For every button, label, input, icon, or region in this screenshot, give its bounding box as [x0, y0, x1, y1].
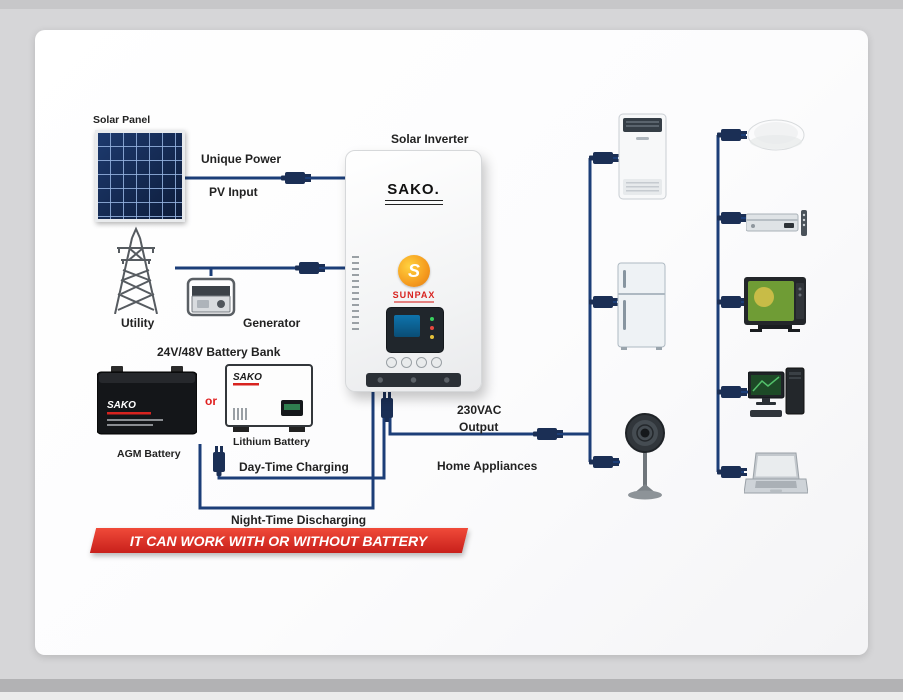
solar-panel-icon — [95, 130, 185, 222]
output-word-label: Output — [459, 420, 499, 434]
sunpax-logo-tagline — [394, 301, 434, 303]
night-discharging-wire — [198, 390, 375, 510]
inverter-brand-text: SAKO. — [387, 181, 440, 198]
battery-banner-text: IT CAN WORK WITH OR WITHOUT BATTERY — [130, 532, 428, 549]
pv-input-label: PV Input — [209, 185, 258, 199]
wiring-lines — [175, 129, 748, 510]
home-appliances-label: Home Appliances — [437, 459, 538, 473]
inverter-ports — [366, 373, 461, 387]
sunpax-logo-icon: S — [398, 255, 430, 287]
background-strip-top — [0, 0, 903, 9]
solar-inverter-label: Solar Inverter — [391, 132, 469, 146]
sunpax-logo-text: SUNPAX — [392, 290, 436, 300]
lithium-brand-text: SAKO — [233, 372, 262, 383]
air-conditioner-icon — [618, 113, 667, 200]
plug-connector-icon — [381, 392, 393, 422]
agm-brand-text: SAKO — [107, 400, 136, 411]
status-led-green — [430, 317, 434, 321]
background-strip-bottom — [0, 679, 903, 692]
inverter-buttons — [386, 357, 442, 368]
night-time-discharging-label: Night-Time Discharging — [231, 513, 367, 527]
agm-battery-label: AGM Battery — [117, 448, 181, 460]
agm-battery-icon: SAKO — [97, 366, 197, 435]
battery-bank-label: 24V/48V Battery Bank — [157, 345, 281, 359]
lithium-battery-icon: SAKO — [225, 364, 313, 432]
inverter-screen — [394, 315, 420, 337]
sunpax-logo-letter: S — [407, 260, 420, 281]
refrigerator-icon — [617, 262, 666, 350]
day-time-charging-label: Day-Time Charging — [239, 460, 349, 474]
utility-label: Utility — [121, 316, 155, 330]
utility-tower-icon — [114, 226, 158, 314]
desktop-computer-icon — [748, 367, 805, 417]
background-strip-bottom-light — [0, 692, 903, 700]
output-wire — [388, 418, 590, 436]
lithium-battery-label: Lithium Battery — [233, 436, 311, 448]
status-led-yellow — [430, 335, 434, 339]
or-label: or — [205, 394, 217, 408]
solar-panel-label: Solar Panel — [93, 114, 151, 126]
plug-connector-icon — [213, 446, 225, 476]
ceiling-light-icon — [747, 119, 805, 151]
television-icon — [744, 277, 806, 332]
generator-label: Generator — [243, 316, 301, 330]
solar-inverter-unit: SAKO. S SUNPAX — [345, 150, 482, 392]
unique-power-label: Unique Power — [201, 152, 282, 166]
inverter-brand-underline — [384, 200, 443, 205]
generator-icon — [186, 277, 236, 317]
diagram-card: Solar Panel Unique Power PV Input Utilit… — [35, 30, 868, 655]
battery-banner: IT CAN WORK WITH OR WITHOUT BATTERY — [89, 528, 469, 553]
laptop-icon — [744, 452, 808, 494]
status-led-red — [430, 326, 434, 330]
stand-fan-icon — [625, 413, 665, 500]
inverter-display — [386, 307, 444, 353]
dvd-player-icon — [746, 210, 807, 236]
inverter-vent — [352, 256, 359, 330]
output-voltage-label: 230VAC — [457, 403, 502, 417]
